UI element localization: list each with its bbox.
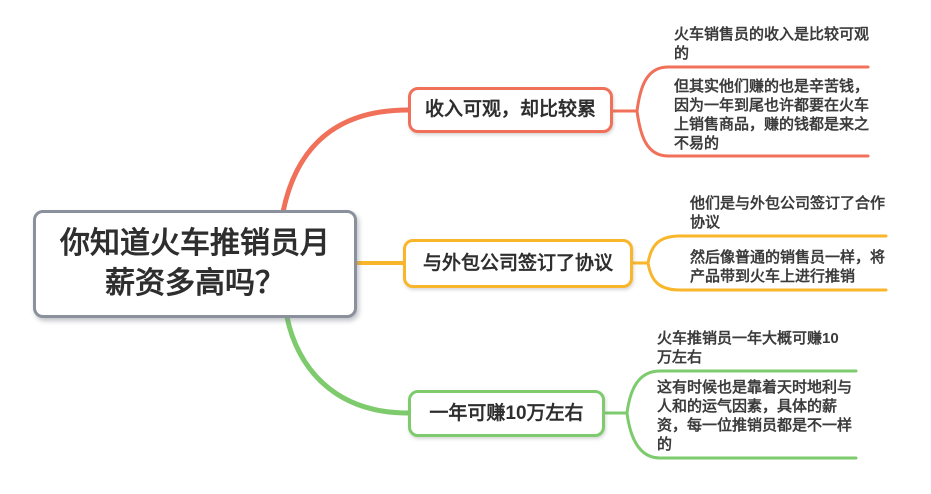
branch-earning-child-1-underline [625,369,858,415]
leaf-topic-income-2[interactable]: 但其实他们赚的也是辛苦钱，因为一年到尾也许都要在火车上销售商品，赚的钱都是来之不… [674,78,870,152]
leaf-topic-earning-1[interactable]: 火车推销员一年大概可赚10万左右 [657,330,839,366]
leaf-topic-income-1[interactable]: 火车销售员的收入是比较可观的 [674,26,870,62]
leaf-topic-earning-2[interactable]: 这有时候也是靠着天时地利与人和的运气因素，具体的薪资，每一位推销员都是不一样的 [657,379,853,453]
branch-topic-income[interactable]: 收入可观，却比较累 [408,87,613,133]
branch-earning-connectors [284,314,858,460]
branch-contract-connectors [355,234,888,292]
root-to-branch-income-curve [280,107,411,215]
branch-earning-child-2-underline [625,411,858,460]
branch-contract-child-2-underline [646,261,888,292]
branch-income-connectors [280,65,870,215]
branch-income-child-2-underline [635,109,870,158]
leaf-topic-contract-2[interactable]: 然后像普通的销售员一样，将产品带到火车上进行推销 [690,249,886,285]
branch-topic-earning[interactable]: 一年可赚10万左右 [408,390,605,437]
root-to-branch-earning-curve [284,314,411,416]
branch-contract-child-1-underline [646,234,888,265]
branch-income-child-1-underline [635,65,870,113]
leaf-topic-contract-1[interactable]: 他们是与外包公司签订了合作协议 [690,195,886,231]
branch-topic-contract[interactable]: 与外包公司签订了协议 [403,239,633,288]
root-topic[interactable]: 你知道火车推销员月薪资多高吗？ [33,210,357,318]
